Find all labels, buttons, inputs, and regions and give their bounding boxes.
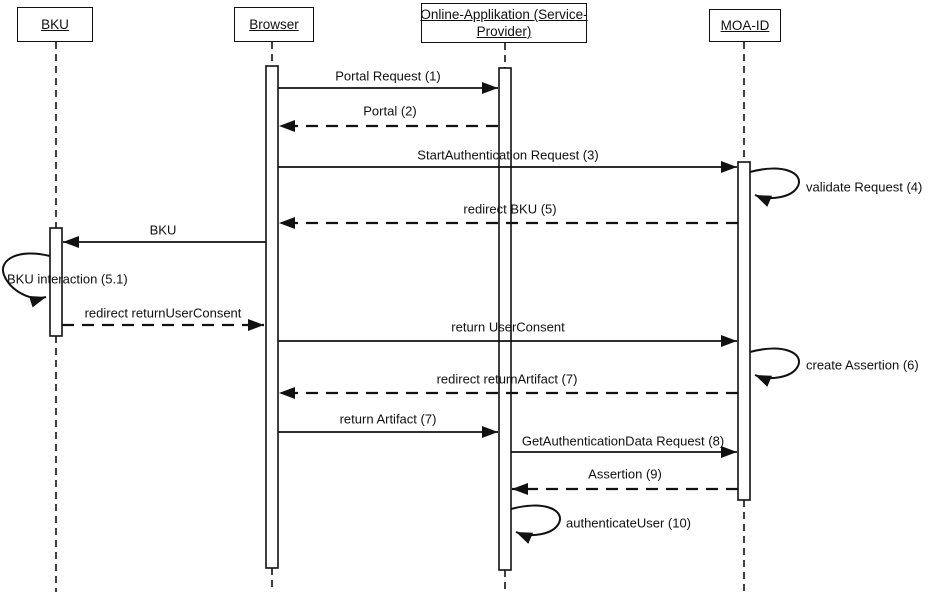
- message-4-validate-request-self-loop: [749, 167, 800, 207]
- browser-activation-bar: [265, 65, 279, 569]
- message-7-label: BKU interaction (5.1): [7, 271, 128, 287]
- message-1-label: Portal Request (1): [335, 68, 441, 84]
- message-15-authenticate-user-self-loop: [510, 504, 561, 544]
- message-4-label: validate Request (4): [806, 179, 923, 195]
- message-3-label: StartAuthentication Request (3): [417, 147, 599, 163]
- message-14-label: Assertion (9): [588, 466, 662, 482]
- message-10-create-assertion-self-loop: [749, 347, 800, 387]
- moa-id-activation-bar: [737, 161, 751, 501]
- actor-browser: Browser: [234, 7, 314, 42]
- message-15-label: authenticateUser (10): [566, 515, 692, 531]
- online-app-activation-bar: [498, 67, 512, 571]
- message-13-label: GetAuthenticationData Request (8): [521, 433, 725, 449]
- actor-moa-id-label: MOA-ID: [720, 18, 770, 33]
- message-12-label: return Artifact (7): [339, 411, 437, 427]
- message-10-label: create Assertion (6): [806, 357, 919, 373]
- message-5-label: redirect BKU (5): [463, 201, 557, 217]
- actor-online-applikation: Online-Applikation (Service- Provider): [420, 3, 588, 43]
- message-8-label: redirect returnUserConsent: [84, 305, 242, 321]
- bku-activation-bar: [49, 227, 63, 337]
- message-2-label: Portal (2): [363, 103, 417, 119]
- actor-bku-label: BKU: [41, 17, 69, 32]
- actor-online-applikation-label-line1: Online-Applikation (Service-: [420, 7, 588, 22]
- message-6-label: BKU: [149, 222, 177, 238]
- message-11-label: redirect returnArtifact (7): [436, 371, 578, 387]
- actor-browser-label: Browser: [249, 17, 299, 32]
- message-9-label: return UserConsent: [451, 319, 565, 335]
- message-7-bku-interaction-self-loop: [1, 252, 51, 308]
- actor-online-applikation-label-line2: Provider): [476, 24, 532, 39]
- actor-bku: BKU: [17, 7, 93, 42]
- actor-moa-id: MOA-ID: [709, 9, 781, 42]
